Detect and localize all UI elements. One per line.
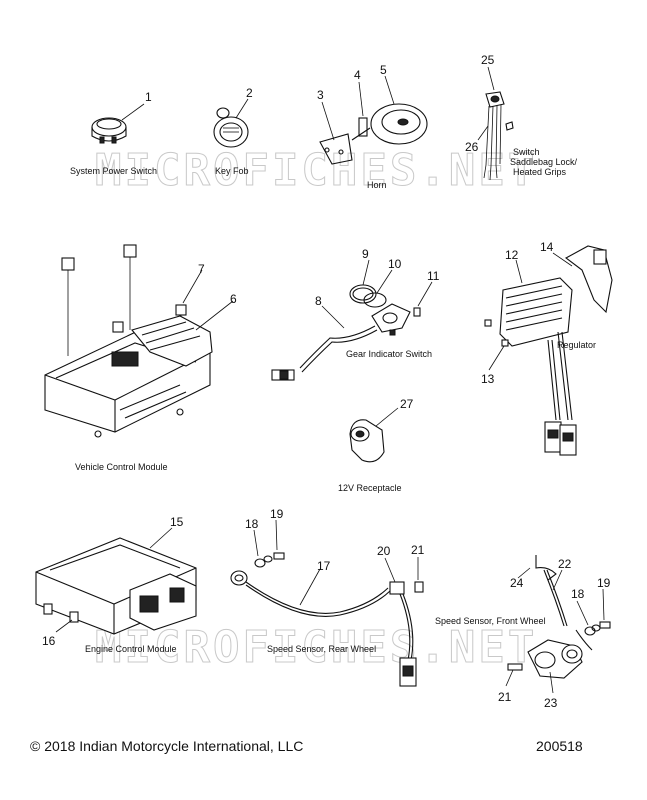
callout-19-rear: 19 <box>270 507 284 521</box>
callout-19-front: 19 <box>597 576 611 590</box>
caption-regulator: Regulator <box>557 340 596 350</box>
callout-8: 8 <box>315 294 322 308</box>
callout-22: 22 <box>558 557 572 571</box>
caption-speed-sensor-rear: Speed Sensor, Rear Wheel <box>267 644 376 654</box>
callout-13: 13 <box>481 372 495 386</box>
callout-5: 5 <box>380 63 387 77</box>
caption-key-fob: Key Fob <box>215 166 249 176</box>
callout-17: 17 <box>317 559 331 573</box>
key-fob-part <box>213 107 249 148</box>
caption-gear-indicator-switch: Gear Indicator Switch <box>346 349 432 359</box>
callout-14: 14 <box>540 240 554 254</box>
engine-control-module-part <box>35 537 197 635</box>
caption-speed-sensor-front: Speed Sensor, Front Wheel <box>435 616 546 626</box>
callout-12: 12 <box>505 248 519 262</box>
caption-engine-control-module: Engine Control Module <box>85 644 177 654</box>
system-power-switch-part <box>91 117 127 144</box>
caption-switch-1: Switch <box>513 147 540 157</box>
callout-16: 16 <box>42 634 56 648</box>
watermark-bottom: MICROFICHES.NET <box>95 622 537 673</box>
caption-12v-receptacle: 12V Receptacle <box>338 483 402 493</box>
callout-21-rear: 21 <box>411 543 425 557</box>
vehicle-control-module-part <box>44 244 213 438</box>
callout-24: 24 <box>510 576 524 590</box>
callout-9: 9 <box>362 247 369 261</box>
saddlebag-switch-part <box>483 91 514 181</box>
speed-sensor-front-part <box>507 555 611 679</box>
copyright-text: © 2018 Indian Motorcycle International, … <box>30 738 304 754</box>
regulator-part <box>484 245 613 456</box>
callout-1: 1 <box>145 90 152 104</box>
horn-part <box>319 103 428 165</box>
caption-switch-2: Saddlebag Lock/ <box>510 157 578 167</box>
speed-sensor-rear-part <box>230 552 424 687</box>
callout-3: 3 <box>317 88 324 102</box>
watermark-top: MICROFICHES.NET <box>95 145 537 196</box>
receptacle-12v-part <box>349 419 385 463</box>
callout-2: 2 <box>246 86 253 100</box>
callout-18-front: 18 <box>571 587 585 601</box>
callout-11: 11 <box>427 269 440 283</box>
callout-26: 26 <box>465 140 479 154</box>
caption-system-power-switch: System Power Switch <box>70 166 157 176</box>
callout-18-rear: 18 <box>245 517 259 531</box>
callout-6: 6 <box>230 292 237 306</box>
callout-21-front: 21 <box>498 690 512 704</box>
callout-10: 10 <box>388 257 402 271</box>
callout-23: 23 <box>544 696 558 710</box>
caption-switch-3: Heated Grips <box>513 167 567 177</box>
callout-4: 4 <box>354 68 361 82</box>
caption-vehicle-control-module: Vehicle Control Module <box>75 462 168 472</box>
gear-indicator-switch-part <box>271 284 421 381</box>
callout-15: 15 <box>170 515 184 529</box>
document-code: 200518 <box>536 738 583 754</box>
callout-25: 25 <box>481 53 495 67</box>
callout-27: 27 <box>400 397 414 411</box>
callout-7: 7 <box>198 262 205 276</box>
caption-horn: Horn <box>367 180 387 190</box>
callout-20: 20 <box>377 544 391 558</box>
